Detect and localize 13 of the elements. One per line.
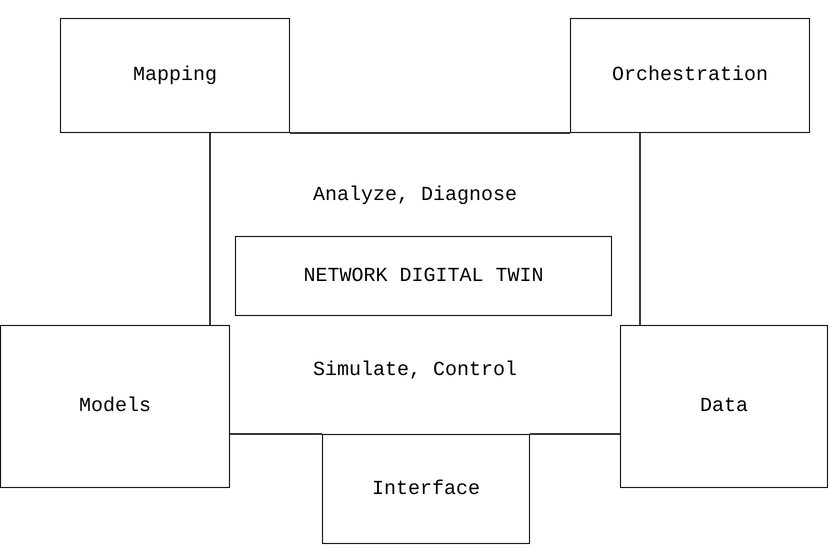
process-box: Orchestration	[570, 18, 810, 133]
process-box: Interface	[322, 434, 530, 544]
connector-line	[230, 433, 322, 435]
connector-line	[209, 133, 211, 325]
process-box: Data	[620, 325, 828, 488]
process-box: Models	[0, 325, 230, 488]
process-label: Analyze, Diagnose	[312, 184, 518, 207]
process-label: Simulate, Control	[312, 359, 518, 382]
process-box: Mapping	[60, 18, 290, 133]
connector-line	[530, 433, 620, 435]
connector-line	[639, 133, 641, 325]
connector-line	[290, 132, 570, 134]
process-box: NETWORK DIGITAL TWIN	[235, 236, 612, 316]
